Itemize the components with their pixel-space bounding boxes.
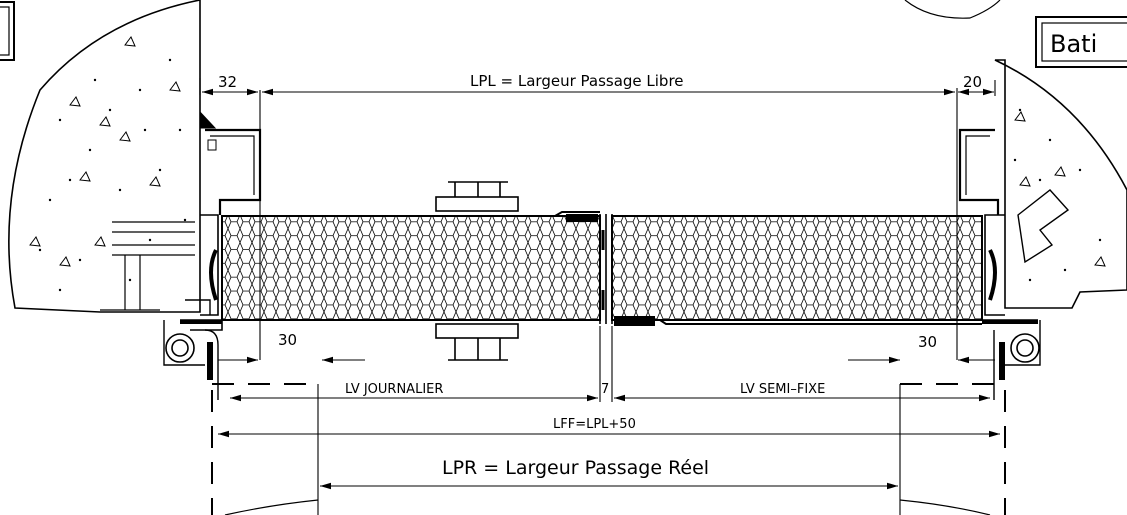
- bati-label: Bati: [1050, 30, 1097, 58]
- dim-lv-semi-fixe-label: LV SEMI–FIXE: [740, 382, 825, 397]
- bottom-break-curve-right: [899, 499, 991, 515]
- dim-lff-label: LFF=LPL+50: [553, 417, 636, 432]
- dim-lpl-label: LPL = Largeur Passage Libre: [470, 72, 684, 90]
- dim-7-label: 7: [601, 382, 609, 397]
- bottom-handle: [435, 323, 519, 361]
- right-hinge: [982, 249, 1041, 400]
- dim-lv-journalier: [230, 326, 613, 402]
- right-concrete-wall: [994, 59, 1127, 309]
- dim-20: [956, 80, 996, 360]
- dim-32: [199, 78, 261, 360]
- dim-lv-journalier-label: LV JOURNALIER: [345, 382, 443, 397]
- dim-lpr-label: LPR = Largeur Passage Réel: [442, 457, 709, 479]
- meeting-stile: [599, 214, 613, 324]
- right-frame-profile: [958, 128, 1005, 316]
- left-hinge: [163, 249, 223, 400]
- dim-32-label: 32: [218, 73, 237, 91]
- right-door-leaf: [611, 215, 983, 326]
- dim-20-label: 20: [963, 73, 982, 91]
- dashed-passage-lines: [211, 383, 1006, 515]
- left-concrete-wall: [8, 0, 201, 313]
- left-door-leaf: [221, 211, 601, 321]
- bati-label-box: Bati: [1035, 16, 1127, 68]
- top-left-label-box: [0, 1, 15, 61]
- top-handle: [435, 181, 519, 212]
- top-break-curve: [904, 0, 1001, 19]
- bottom-break-curve-left: [224, 499, 319, 515]
- dim-30-right-label: 30: [918, 333, 937, 351]
- dim-30-left-label: 30: [278, 331, 297, 349]
- left-frame-profile: [100, 110, 262, 316]
